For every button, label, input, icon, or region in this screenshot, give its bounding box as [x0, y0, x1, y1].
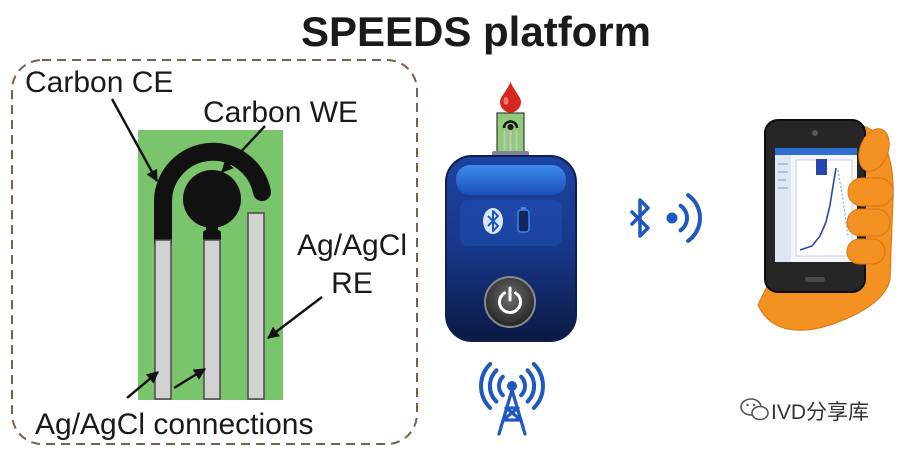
blood-drop-icon — [500, 82, 521, 113]
smartphone-in-hand-icon — [757, 119, 894, 331]
battery-icon-cap — [521, 207, 526, 210]
label-connections: Ag/AgCl connections — [35, 408, 314, 441]
blood-drop-highlight — [503, 97, 509, 105]
device-top-band — [456, 165, 566, 195]
screen-side-panel — [775, 155, 791, 262]
antenna-signal-icon — [479, 362, 545, 436]
screen-header-bar — [775, 148, 857, 155]
reference-electrode-strip — [247, 212, 265, 400]
antenna-waves-right — [519, 362, 545, 410]
wechat-icon — [740, 398, 769, 421]
screen-plot-line — [799, 167, 837, 251]
battery-icon — [517, 207, 530, 233]
arrow-to-connection-left — [126, 371, 159, 399]
working-electrode-contact — [203, 230, 221, 242]
hand-finger-4 — [846, 238, 886, 265]
power-icon — [484, 276, 536, 328]
arrow-to-we — [221, 125, 266, 173]
bluetooth-icon-glyph — [487, 210, 499, 232]
wechat-eye-1 — [746, 403, 749, 407]
hand-finger-3 — [846, 208, 891, 237]
carbon-working-electrode — [183, 170, 241, 228]
arrow-to-connection-middle — [173, 367, 207, 390]
signal-arcs — [678, 193, 702, 243]
device-status-panel — [460, 200, 562, 246]
wireless-link — [630, 193, 702, 243]
label-carbon-we: Carbon WE — [203, 96, 358, 129]
wechat-bubble-small — [751, 405, 769, 421]
screen-plot-area — [795, 159, 853, 257]
power-icon-arc — [498, 291, 522, 314]
antenna-waves-left — [479, 362, 505, 410]
bluetooth-icon — [483, 208, 503, 234]
smartphone-home-bar — [805, 277, 825, 282]
screen-plot-marker — [816, 159, 827, 175]
connection-strip-ce — [154, 239, 172, 400]
signal-dot — [666, 212, 678, 224]
arrow-to-ce — [110, 98, 159, 183]
label-re-line1: Ag/AgCl — [297, 229, 407, 262]
power-button-ring — [484, 276, 536, 328]
label-carbon-ce: Carbon CE — [25, 66, 173, 99]
wechat-eye-2 — [752, 403, 756, 407]
electrode-panel: Carbon CE Carbon WE Ag/AgCl RE Ag/AgCl c… — [11, 59, 418, 445]
smartphone-camera — [812, 130, 818, 136]
antenna-top — [507, 381, 517, 391]
antenna-tower — [497, 388, 527, 436]
dashed-border — [11, 59, 418, 445]
battery-icon-body — [517, 209, 530, 233]
watermark-text: IVD分享库 — [771, 401, 869, 424]
bluetooth-icon — [630, 198, 650, 238]
smartphone-screen — [775, 148, 857, 262]
watermark: IVD分享库 — [740, 398, 869, 424]
connection-strip-we — [203, 239, 221, 400]
arrow-to-re — [267, 296, 323, 339]
carbon-counter-electrode — [154, 142, 271, 251]
reader-device — [445, 82, 577, 436]
label-re-line2: RE — [331, 267, 373, 300]
test-strip-we — [507, 124, 514, 130]
screen-side-items — [778, 163, 788, 189]
diagram-title: SPEEDS platform — [301, 8, 651, 55]
hand-finger-1 — [858, 128, 890, 172]
signal-waves-icon — [666, 193, 702, 243]
hand-finger-2 — [847, 177, 894, 207]
test-strip-electrode — [502, 120, 519, 129]
